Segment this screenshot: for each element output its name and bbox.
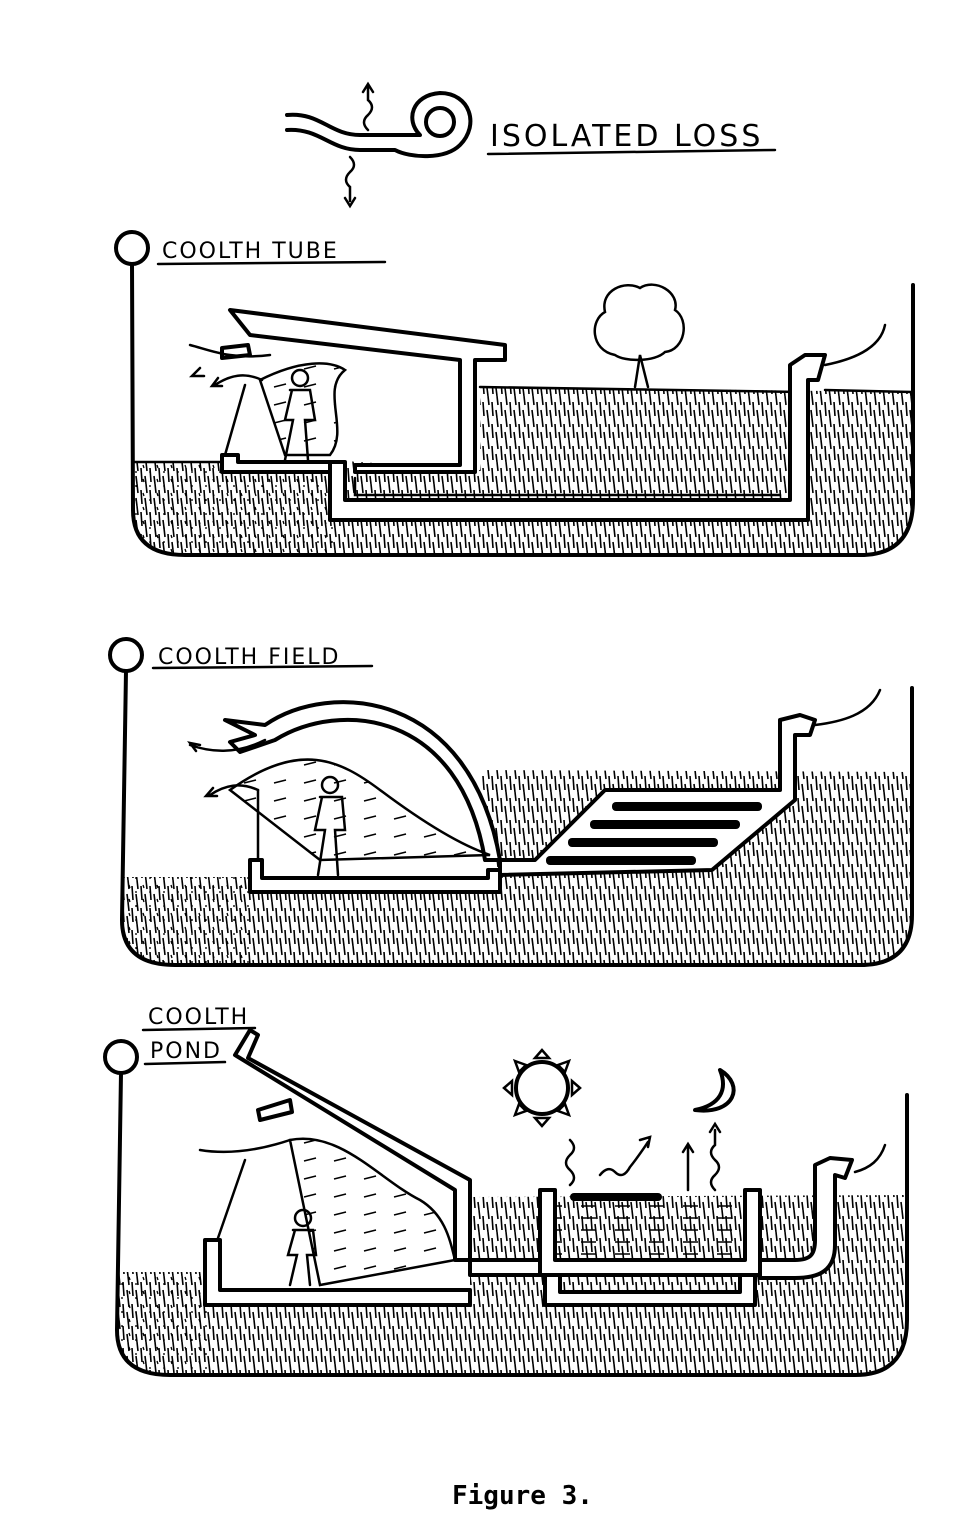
panel-label-line2: POND — [150, 1039, 222, 1064]
person-figure — [313, 775, 347, 877]
panel-marker-icon — [108, 637, 144, 673]
pond-water — [555, 1205, 745, 1260]
looped-pipe-icon — [285, 81, 473, 209]
panel-coolth-pond: COOLTH POND — [103, 1005, 909, 1377]
person-figure — [286, 1208, 318, 1287]
pond-cover — [570, 1193, 662, 1201]
coolth-field-pipes — [498, 713, 817, 877]
panel-marker-icon — [114, 230, 150, 266]
isolated-loss-label: ISOLATED LOSS — [490, 119, 763, 154]
figure-caption: Figure 3. — [452, 1481, 593, 1511]
panel-marker-icon — [103, 1039, 139, 1075]
panel-coolth-tube: COOLTH TUBE — [114, 230, 915, 557]
person-figure — [223, 368, 317, 462]
panel-label-line1: COOLTH — [148, 1005, 249, 1030]
airflow-arrow-icon — [188, 343, 272, 378]
radiation-wave-icon — [564, 1138, 576, 1187]
panel-coolth-field: COOLTH FIELD — [108, 637, 914, 967]
sun-icon — [502, 1048, 582, 1128]
moon-icon — [693, 1068, 736, 1113]
isolated-loss-legend: ISOLATED LOSS — [285, 81, 777, 209]
coolth-tube — [328, 353, 827, 522]
tree-icon — [593, 283, 685, 389]
panel-label: COOLTH TUBE — [162, 239, 339, 264]
